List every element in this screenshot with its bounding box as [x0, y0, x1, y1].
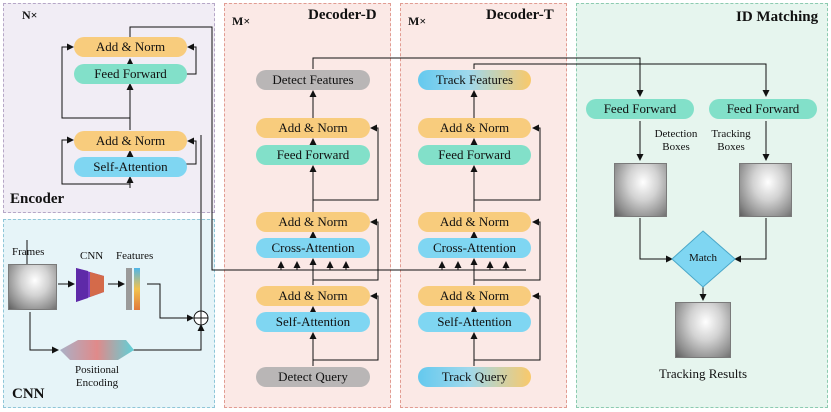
detect-features: Detect Features	[256, 70, 370, 90]
decoder-t-add-norm-2: Add & Norm	[418, 212, 531, 232]
decoder-d-cross-attention: Cross-Attention	[256, 238, 370, 258]
decoder-d-add-norm-3: Add & Norm	[256, 286, 370, 306]
tracking-results-image	[675, 302, 731, 358]
decoder-d-title: Decoder-D	[308, 7, 377, 23]
positional-encoding-label: Positional Encoding	[74, 364, 119, 389]
id-matching-title: ID Matching	[736, 9, 819, 25]
features-label: Features	[116, 250, 154, 262]
decoder-t-self-attention: Self-Attention	[418, 312, 531, 332]
decoder-d-self-attention: Self-Attention	[256, 312, 370, 332]
decoder-t-cross-attention: Cross-Attention	[418, 238, 531, 258]
frames-image	[8, 264, 57, 310]
decoder-t-title: Decoder-T	[486, 7, 554, 23]
decoder-t-repeat: M×	[408, 14, 427, 28]
track-query: Track Query	[418, 367, 531, 387]
encoder-self-attention: Self-Attention	[74, 157, 187, 177]
encoder-add-norm-top: Add & Norm	[74, 37, 187, 57]
decoder-d-repeat: M×	[232, 14, 251, 28]
cnn-label: CNN	[80, 250, 104, 262]
decoder-t-add-norm-3: Add & Norm	[418, 286, 531, 306]
cnn-panel	[3, 219, 215, 408]
decoder-t-feed-forward: Feed Forward	[418, 145, 531, 165]
id-feed-forward-left: Feed Forward	[586, 99, 694, 119]
cnn-title: CNN	[12, 386, 45, 402]
id-feed-forward-right: Feed Forward	[709, 99, 817, 119]
frames-label: Frames	[12, 246, 45, 258]
detect-query: Detect Query	[256, 367, 370, 387]
tracking-results-label: Tracking Results	[659, 366, 747, 381]
encoder-repeat: N×	[22, 8, 38, 22]
tracking-boxes-image	[739, 163, 792, 217]
encoder-title: Encoder	[10, 191, 65, 207]
tracking-boxes-label: Tracking Boxes	[711, 128, 751, 153]
track-features: Track Features	[418, 70, 531, 90]
decoder-d-feed-forward: Feed Forward	[256, 145, 370, 165]
detection-boxes-label: Detection Boxes	[654, 128, 698, 153]
decoder-d-add-norm-1: Add & Norm	[256, 118, 370, 138]
encoder-add-norm-bottom: Add & Norm	[74, 131, 187, 151]
decoder-t-add-norm-1: Add & Norm	[418, 118, 531, 138]
match-label: Match	[688, 252, 718, 264]
decoder-d-add-norm-2: Add & Norm	[256, 212, 370, 232]
encoder-feed-forward: Feed Forward	[74, 64, 187, 84]
detection-boxes-image	[614, 163, 667, 217]
